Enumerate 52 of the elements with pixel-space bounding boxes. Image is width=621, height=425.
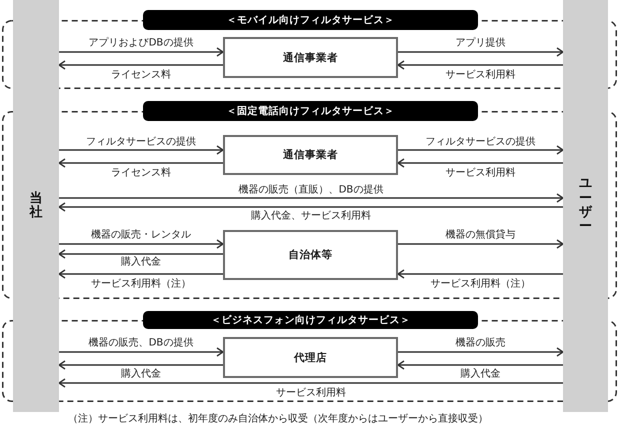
actor-column (563, 0, 608, 412)
arrow (58, 269, 223, 279)
section-heading: ＜ビジネスフォン向けフィルタサービス＞ (143, 311, 478, 329)
arrow (397, 60, 563, 70)
arrow (58, 158, 223, 168)
edge-label: フィルタサービスの提供 (426, 136, 536, 148)
section-heading: ＜モバイル向けフィルタサービス＞ (143, 10, 478, 30)
arrow (58, 249, 223, 259)
entity-box: 代理店 (223, 337, 398, 378)
arrow (58, 60, 223, 70)
edge-label: サービス利用料（注） (430, 278, 530, 290)
edge-label: サービス利用料（注） (91, 278, 191, 290)
entity-box: 自治体等 (223, 230, 398, 280)
arrow (58, 202, 563, 212)
edge-label: 機器の販売（直販）、DBの提供 (238, 184, 384, 196)
edge-label: 機器の販売、DBの提供 (88, 338, 194, 348)
edge-label: アプリ提供 (456, 38, 506, 48)
arrow (58, 360, 223, 370)
arrow (59, 193, 564, 203)
actor-label: 当社 (30, 192, 42, 220)
entity-box: 通信事業者 (223, 135, 398, 175)
edge-label: サービス利用料 (276, 388, 346, 398)
edge-label: 購入代金 (121, 256, 161, 268)
arrow (397, 269, 563, 279)
arrow (59, 239, 224, 249)
arrow (58, 378, 563, 388)
edge-label: 機器の販売・レンタル (91, 230, 191, 240)
edge-label: 購入代金、サービス利用料 (251, 210, 371, 222)
arrow (59, 145, 224, 155)
edge-label: サービス利用料 (446, 70, 516, 80)
arrow (398, 347, 564, 357)
edge-label: サービス利用料 (446, 168, 516, 178)
arrow (59, 347, 224, 357)
footnote: （注）サービス利用料は、初年度のみ自治体から収受（次年度からはユーザーから直接収受） (68, 414, 488, 424)
edge-label: 機器の販売 (456, 338, 506, 348)
arrow (398, 145, 564, 155)
edge-label: ライセンス料 (111, 168, 171, 178)
section-heading: ＜固定電話向けフィルタサービス＞ (143, 101, 478, 121)
arrow (398, 47, 564, 57)
edge-label: フィルタサービスの提供 (86, 136, 196, 148)
actor-label: ユーザー (579, 177, 592, 235)
arrow (398, 239, 564, 249)
edge-label: ライセンス料 (111, 70, 171, 80)
edge-label: 購入代金 (121, 368, 161, 380)
actor-column (13, 0, 59, 412)
edge-label: 機器の無償貸与 (446, 230, 516, 240)
entity-box: 通信事業者 (223, 37, 398, 78)
arrow (397, 158, 563, 168)
arrow (59, 47, 224, 57)
edge-label: 購入代金 (460, 368, 500, 380)
edge-label: アプリおよびDBの提供 (88, 38, 194, 48)
arrow (397, 360, 563, 370)
